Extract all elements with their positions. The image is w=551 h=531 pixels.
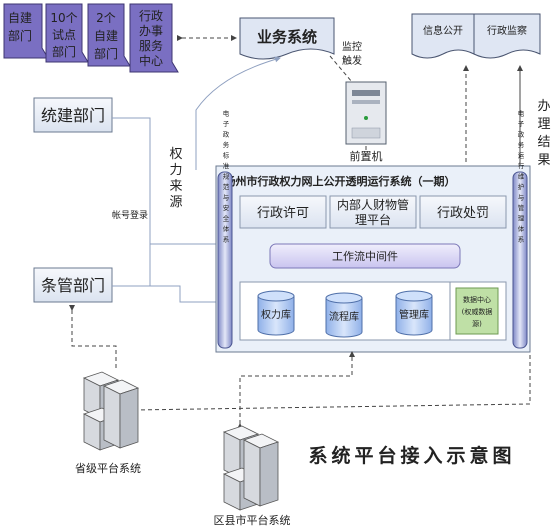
tongjian-department[interactable]: 统建部门 [33, 97, 113, 133]
svg-text:源: 源 [169, 195, 182, 210]
public-info-doc[interactable]: 信息公开 [411, 13, 475, 59]
svg-text:权: 权 [169, 146, 182, 162]
business-system-node[interactable]: 业务系统 [239, 17, 335, 60]
svg-text:来: 来 [169, 179, 182, 194]
module-penalty-label: 行政处罚 [437, 206, 489, 221]
dept-label: 部门 [8, 28, 32, 43]
dept-label: 服务 [139, 38, 163, 53]
supervision-doc[interactable]: 行政监察 [473, 13, 541, 59]
monitor-trigger-line2: 触发 [342, 54, 362, 67]
database-management[interactable]: 管理库 [395, 290, 433, 336]
svg-text:办: 办 [537, 99, 550, 114]
module-penalty[interactable]: 行政处罚 [419, 195, 507, 229]
svg-text:结: 结 [537, 135, 550, 150]
database-process[interactable]: 流程库 [325, 292, 363, 338]
database-process-label: 流程库 [329, 310, 359, 323]
provincial-servers[interactable]: 省级平台系统 [75, 371, 141, 475]
department-pilot[interactable]: 10个 试点 部门 [45, 3, 89, 63]
diagram-caption: 系统平台接入示意图 [308, 444, 515, 467]
data-center-label-line1: 数据中心 [463, 295, 491, 304]
tiaoguan-label: 条管部门 [41, 276, 105, 295]
provincial-platform-connector [128, 352, 531, 414]
department-service-center[interactable]: 行政 办事 服务 中心 [129, 3, 179, 73]
dept-label: 自建 [8, 11, 32, 25]
public-info-label: 信息公开 [423, 24, 463, 37]
server-led-icon [364, 116, 368, 120]
dept-label: 自建 [94, 29, 118, 43]
module-hr-label-line2: 理平台 [355, 212, 391, 227]
module-license-label: 行政许可 [257, 206, 309, 221]
dept-label: 行政 [139, 9, 163, 23]
database-power-label: 权力库 [261, 308, 291, 321]
tongjian-label: 统建部门 [41, 106, 105, 125]
maintenance-management-bar: 电子政务运行维护与管理体系 [512, 108, 528, 349]
power-source-label: 权 力 来 源 [169, 146, 182, 210]
module-license[interactable]: 行政许可 [239, 195, 327, 229]
district-label: 区县市平台系统 [214, 513, 291, 527]
server-icon [242, 433, 280, 507]
database-power[interactable]: 权力库 [257, 290, 295, 336]
platform-title: 扬州市行政权力网上公开透明运行系统（一期） [225, 174, 456, 188]
tiaoguan-provincial-connector [69, 305, 117, 370]
account-login-label: 帐号登录 [112, 209, 148, 221]
server-icon [102, 379, 140, 449]
dept-label: 试点 [52, 27, 76, 42]
provincial-label: 省级平台系统 [75, 461, 141, 475]
dept-label: 2个 [96, 11, 116, 25]
maintenance-management-label: 电子政务运行维护与管理体系 [516, 108, 524, 246]
front-server[interactable]: 前置机 [345, 81, 387, 163]
tiaoguan-department[interactable]: 条管部门 [33, 267, 113, 303]
result-label: 办 理 结 果 [537, 99, 550, 168]
standards-security-label: 电子政务标准规范与安全体系 [221, 108, 229, 246]
standards-security-bar: 电子政务标准规范与安全体系 [217, 108, 233, 349]
database-management-label: 管理库 [399, 308, 429, 321]
workflow-label: 工作流中间件 [332, 249, 398, 263]
business-system-label: 业务系统 [257, 28, 317, 46]
module-hr-platform[interactable]: 内部人财物管 理平台 [329, 195, 417, 229]
monitor-trigger-line1: 监控 [342, 40, 362, 53]
monitor-connector [329, 55, 353, 83]
department-group: 自建 部门 10个 试点 部门 2个 自建 部门 行政 办事 服务 中心 [3, 3, 179, 73]
tiaoguan-connector [112, 285, 216, 303]
svg-text:理: 理 [537, 117, 550, 132]
server-slot [352, 100, 380, 104]
data-center-label-line3: 源) [472, 319, 482, 328]
platform-container: 扬州市行政权力网上公开透明运行系统（一期） 行政许可 内部人财物管 理平台 行政… [215, 165, 531, 353]
tongjian-connector [112, 117, 216, 245]
front-server-label: 前置机 [350, 149, 383, 163]
svg-text:力: 力 [169, 163, 182, 178]
dept-label: 部门 [94, 46, 118, 61]
server-drive [351, 127, 381, 139]
power-source-arrow [195, 56, 281, 170]
district-platform-connector [237, 351, 355, 429]
svg-text:果: 果 [537, 153, 550, 168]
dept-label: 办事 [139, 23, 163, 38]
dept-label: 部门 [52, 44, 76, 59]
module-hr-label-line1: 内部人财物管 [337, 197, 409, 212]
department-two-self-built[interactable]: 2个 自建 部门 [87, 3, 131, 67]
workflow-middleware[interactable]: 工作流中间件 [269, 243, 461, 269]
dept-label: 中心 [139, 53, 163, 68]
dept-label: 10个 [50, 11, 77, 25]
supervision-label: 行政监察 [487, 24, 527, 37]
data-center-label-line2: (权威数据 [462, 307, 493, 316]
data-center[interactable]: 数据中心 (权威数据 源) [455, 287, 499, 335]
department-self-built[interactable]: 自建 部门 [3, 3, 49, 59]
district-servers[interactable]: 区县市平台系统 [214, 425, 291, 527]
server-slot [352, 90, 380, 96]
